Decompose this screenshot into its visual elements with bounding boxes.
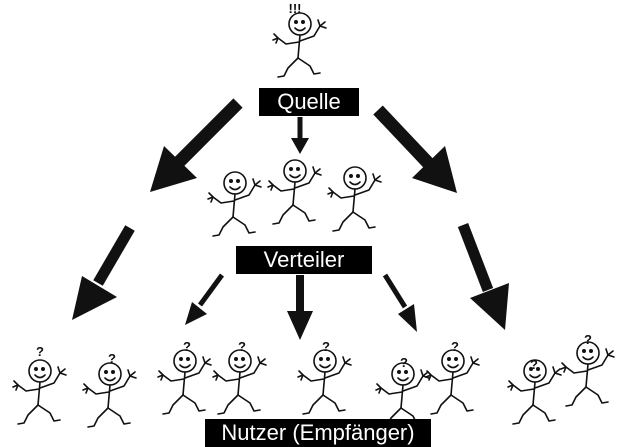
user-question-mark: ?: [400, 355, 408, 370]
source-person-icon: [272, 12, 327, 78]
arrow-right-down: [457, 223, 509, 330]
user-question-mark: ?: [238, 339, 246, 354]
arrow-source-right: [373, 105, 457, 193]
user-question-mark: ?: [451, 339, 459, 354]
source-exclamation-mark: !!!: [288, 1, 302, 16]
distributor-person-icon: [207, 171, 262, 237]
user-person-icon: [12, 359, 67, 425]
user-question-mark: ?: [530, 357, 538, 372]
user-person-icon: [82, 362, 137, 428]
user-question-mark: ?: [322, 339, 330, 354]
user-person-icon: [375, 362, 430, 428]
arrow-distributor-2: [287, 275, 313, 340]
distributor-person-icon: [327, 166, 382, 232]
source-label: Quelle: [259, 88, 359, 116]
user-question-mark: ?: [584, 332, 592, 347]
arrow-distributor-3: [382, 273, 417, 332]
distributor-person-icon: [267, 159, 322, 225]
user-question-mark: ?: [108, 351, 116, 366]
user-person-icon: [297, 349, 352, 415]
arrow-source-left: [150, 98, 243, 192]
arrow-source-middle: [291, 117, 309, 154]
distributor-label: Verteiler: [236, 246, 372, 274]
user-question-mark: ?: [36, 344, 44, 359]
arrow-distributor-1: [185, 273, 225, 325]
arrows: [72, 98, 509, 340]
user-person-icon: [425, 349, 480, 415]
user-person-icon: [560, 341, 615, 407]
user-person-icon: [157, 349, 212, 415]
users-label: Nutzer (Empfänger): [205, 419, 431, 447]
user-person-icon: [212, 349, 267, 415]
arrow-left-down: [72, 225, 135, 320]
user-question-mark: ?: [183, 339, 191, 354]
